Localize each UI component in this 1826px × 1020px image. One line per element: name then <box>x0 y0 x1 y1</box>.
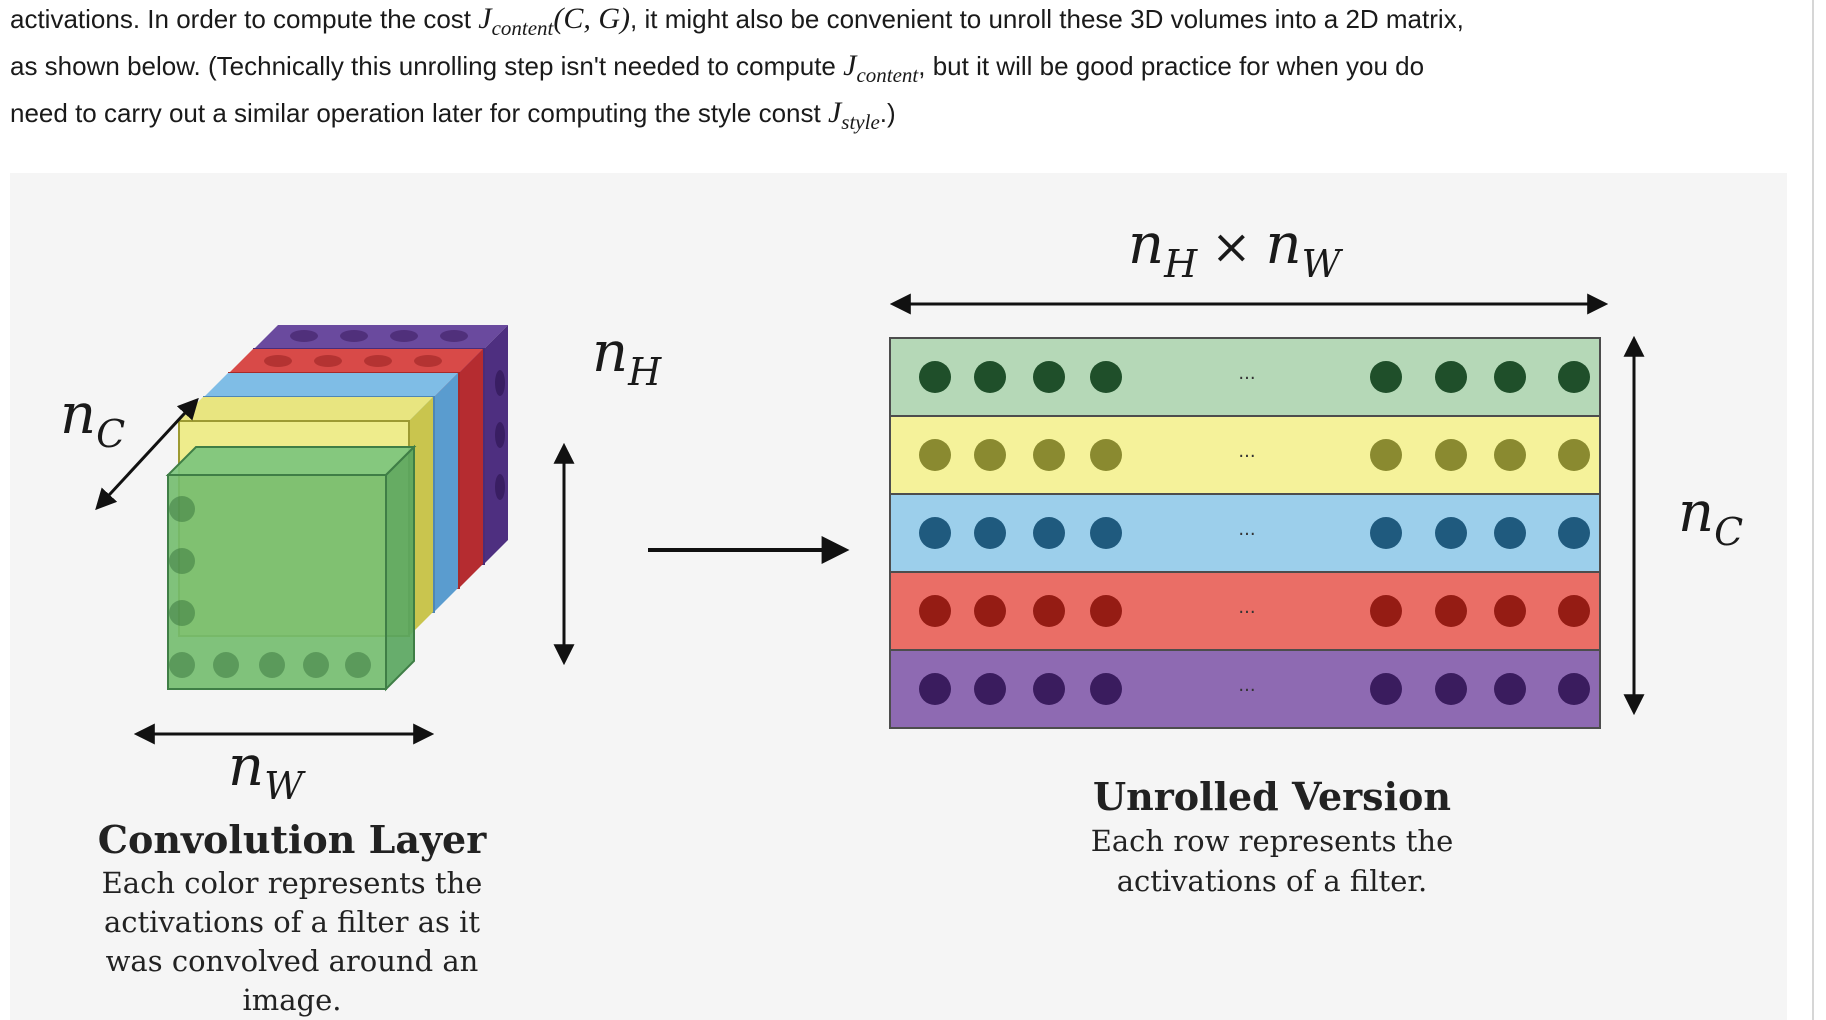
activation-dot <box>1494 673 1526 705</box>
j-symbol: J <box>478 2 492 35</box>
activation-dot <box>1558 673 1590 705</box>
activation-dot <box>1558 595 1590 627</box>
unrolled-matrix: ............... <box>889 337 1601 729</box>
activation-dot <box>1033 361 1065 393</box>
activation-dot <box>1090 361 1122 393</box>
explanation-text: activations. In order to compute the cos… <box>10 0 1800 141</box>
unrolling-diagram: nC nW nH Convolution Layer Each color re… <box>60 212 1743 1017</box>
activation-dot <box>1435 673 1467 705</box>
cost-args: (C, G) <box>553 2 631 35</box>
activation-dot <box>919 439 951 471</box>
activation-dot <box>974 517 1006 549</box>
j-subscript: style <box>841 110 880 134</box>
j-symbol: J <box>843 49 857 82</box>
left-caption-line: image. <box>242 983 341 1017</box>
activation-dot <box>1558 361 1590 393</box>
activation-dot <box>1033 595 1065 627</box>
nw-width-label: nW <box>228 734 306 808</box>
left-caption-line: Each color represents the <box>102 866 483 900</box>
activation-dot <box>974 361 1006 393</box>
activation-dot <box>1494 517 1526 549</box>
activation-dot <box>1370 595 1402 627</box>
activation-dot <box>1558 517 1590 549</box>
activation-dot <box>974 595 1006 627</box>
row-ellipsis: ... <box>1238 675 1255 696</box>
row-ellipsis: ... <box>1238 363 1255 384</box>
right-caption-title: Unrolled Version <box>1093 774 1451 819</box>
left-caption-title: Convolution Layer <box>98 817 487 862</box>
activation-dot <box>1370 439 1402 471</box>
prose-line-1: activations. In order to compute the cos… <box>10 0 1800 47</box>
nc-depth-label: nC <box>60 382 125 456</box>
prose-text: need to carry out a similar operation la… <box>10 98 828 128</box>
unrolling-figure: nC nW nH Convolution Layer Each color re… <box>10 173 1787 1020</box>
slab-top-dots <box>290 330 468 342</box>
activation-dot <box>1435 439 1467 471</box>
activation-dot <box>1033 439 1065 471</box>
activation-dot <box>974 673 1006 705</box>
matrix-row-band <box>889 337 1601 417</box>
nc-depth-arrow <box>95 397 199 511</box>
activation-dot <box>1033 517 1065 549</box>
slab-green <box>165 444 417 692</box>
prose-line-2: as shown below. (Technically this unroll… <box>10 47 1800 94</box>
j-subscript: content <box>491 16 554 40</box>
matrix-row-band <box>889 649 1601 729</box>
activation-dot <box>1090 673 1122 705</box>
prose-text: , but it will be good practice for when … <box>918 51 1425 81</box>
prose-text: as shown below. (Technically this unroll… <box>10 51 844 81</box>
activation-dot <box>919 595 951 627</box>
activation-dot <box>1090 439 1122 471</box>
unrolled-width-label: nH×nW <box>1128 212 1344 286</box>
matrix-row-band <box>889 493 1601 573</box>
activation-dot <box>1370 361 1402 393</box>
prose-text: .) <box>879 98 896 128</box>
slab-purple-side-dots <box>495 370 505 500</box>
activation-dot <box>919 361 951 393</box>
j-subscript: content <box>856 63 919 87</box>
activation-dot <box>1435 517 1467 549</box>
prose-text: activations. In order to compute the cos… <box>10 4 479 34</box>
activation-dot <box>1370 673 1402 705</box>
left-caption-line: was convolved around an <box>106 944 479 978</box>
row-ellipsis: ... <box>1238 597 1255 618</box>
activation-dot <box>1558 439 1590 471</box>
activation-dot <box>919 673 951 705</box>
page-scroll-edge <box>1812 0 1814 1020</box>
matrix-row-yellow: ... <box>889 415 1601 495</box>
matrix-row-blue: ... <box>889 493 1601 573</box>
conv-volume <box>165 325 508 692</box>
matrix-row-band <box>889 571 1601 651</box>
activation-dot <box>919 517 951 549</box>
right-caption-line: Each row represents the <box>1091 824 1454 858</box>
matrix-row-band <box>889 415 1601 495</box>
activation-dot <box>1494 361 1526 393</box>
activation-dot <box>1090 595 1122 627</box>
activation-dot <box>1494 595 1526 627</box>
row-ellipsis: ... <box>1238 441 1255 462</box>
left-caption-line: activations of a filter as it <box>104 905 480 939</box>
activation-dot <box>1090 517 1122 549</box>
row-ellipsis: ... <box>1238 519 1255 540</box>
j-symbol: J <box>827 96 842 129</box>
right-caption-line: activations of a filter. <box>1117 864 1428 898</box>
slab-red-dots <box>264 355 442 367</box>
activation-dot <box>1033 673 1065 705</box>
activation-dot <box>974 439 1006 471</box>
unrolled-height-label: nC <box>1678 480 1743 554</box>
activation-dot <box>1435 595 1467 627</box>
activation-dot <box>1370 517 1402 549</box>
activation-dot <box>1494 439 1526 471</box>
matrix-row-green: ... <box>889 337 1601 417</box>
activation-dot <box>1435 361 1467 393</box>
matrix-row-red: ... <box>889 571 1601 651</box>
prose-text: , it might also be convenient to unroll … <box>630 4 1464 34</box>
slab-green-dots <box>169 496 371 678</box>
prose-line-3: need to carry out a similar operation la… <box>10 94 1800 141</box>
nh-height-label: nH <box>592 320 662 394</box>
matrix-row-purple: ... <box>889 649 1601 729</box>
